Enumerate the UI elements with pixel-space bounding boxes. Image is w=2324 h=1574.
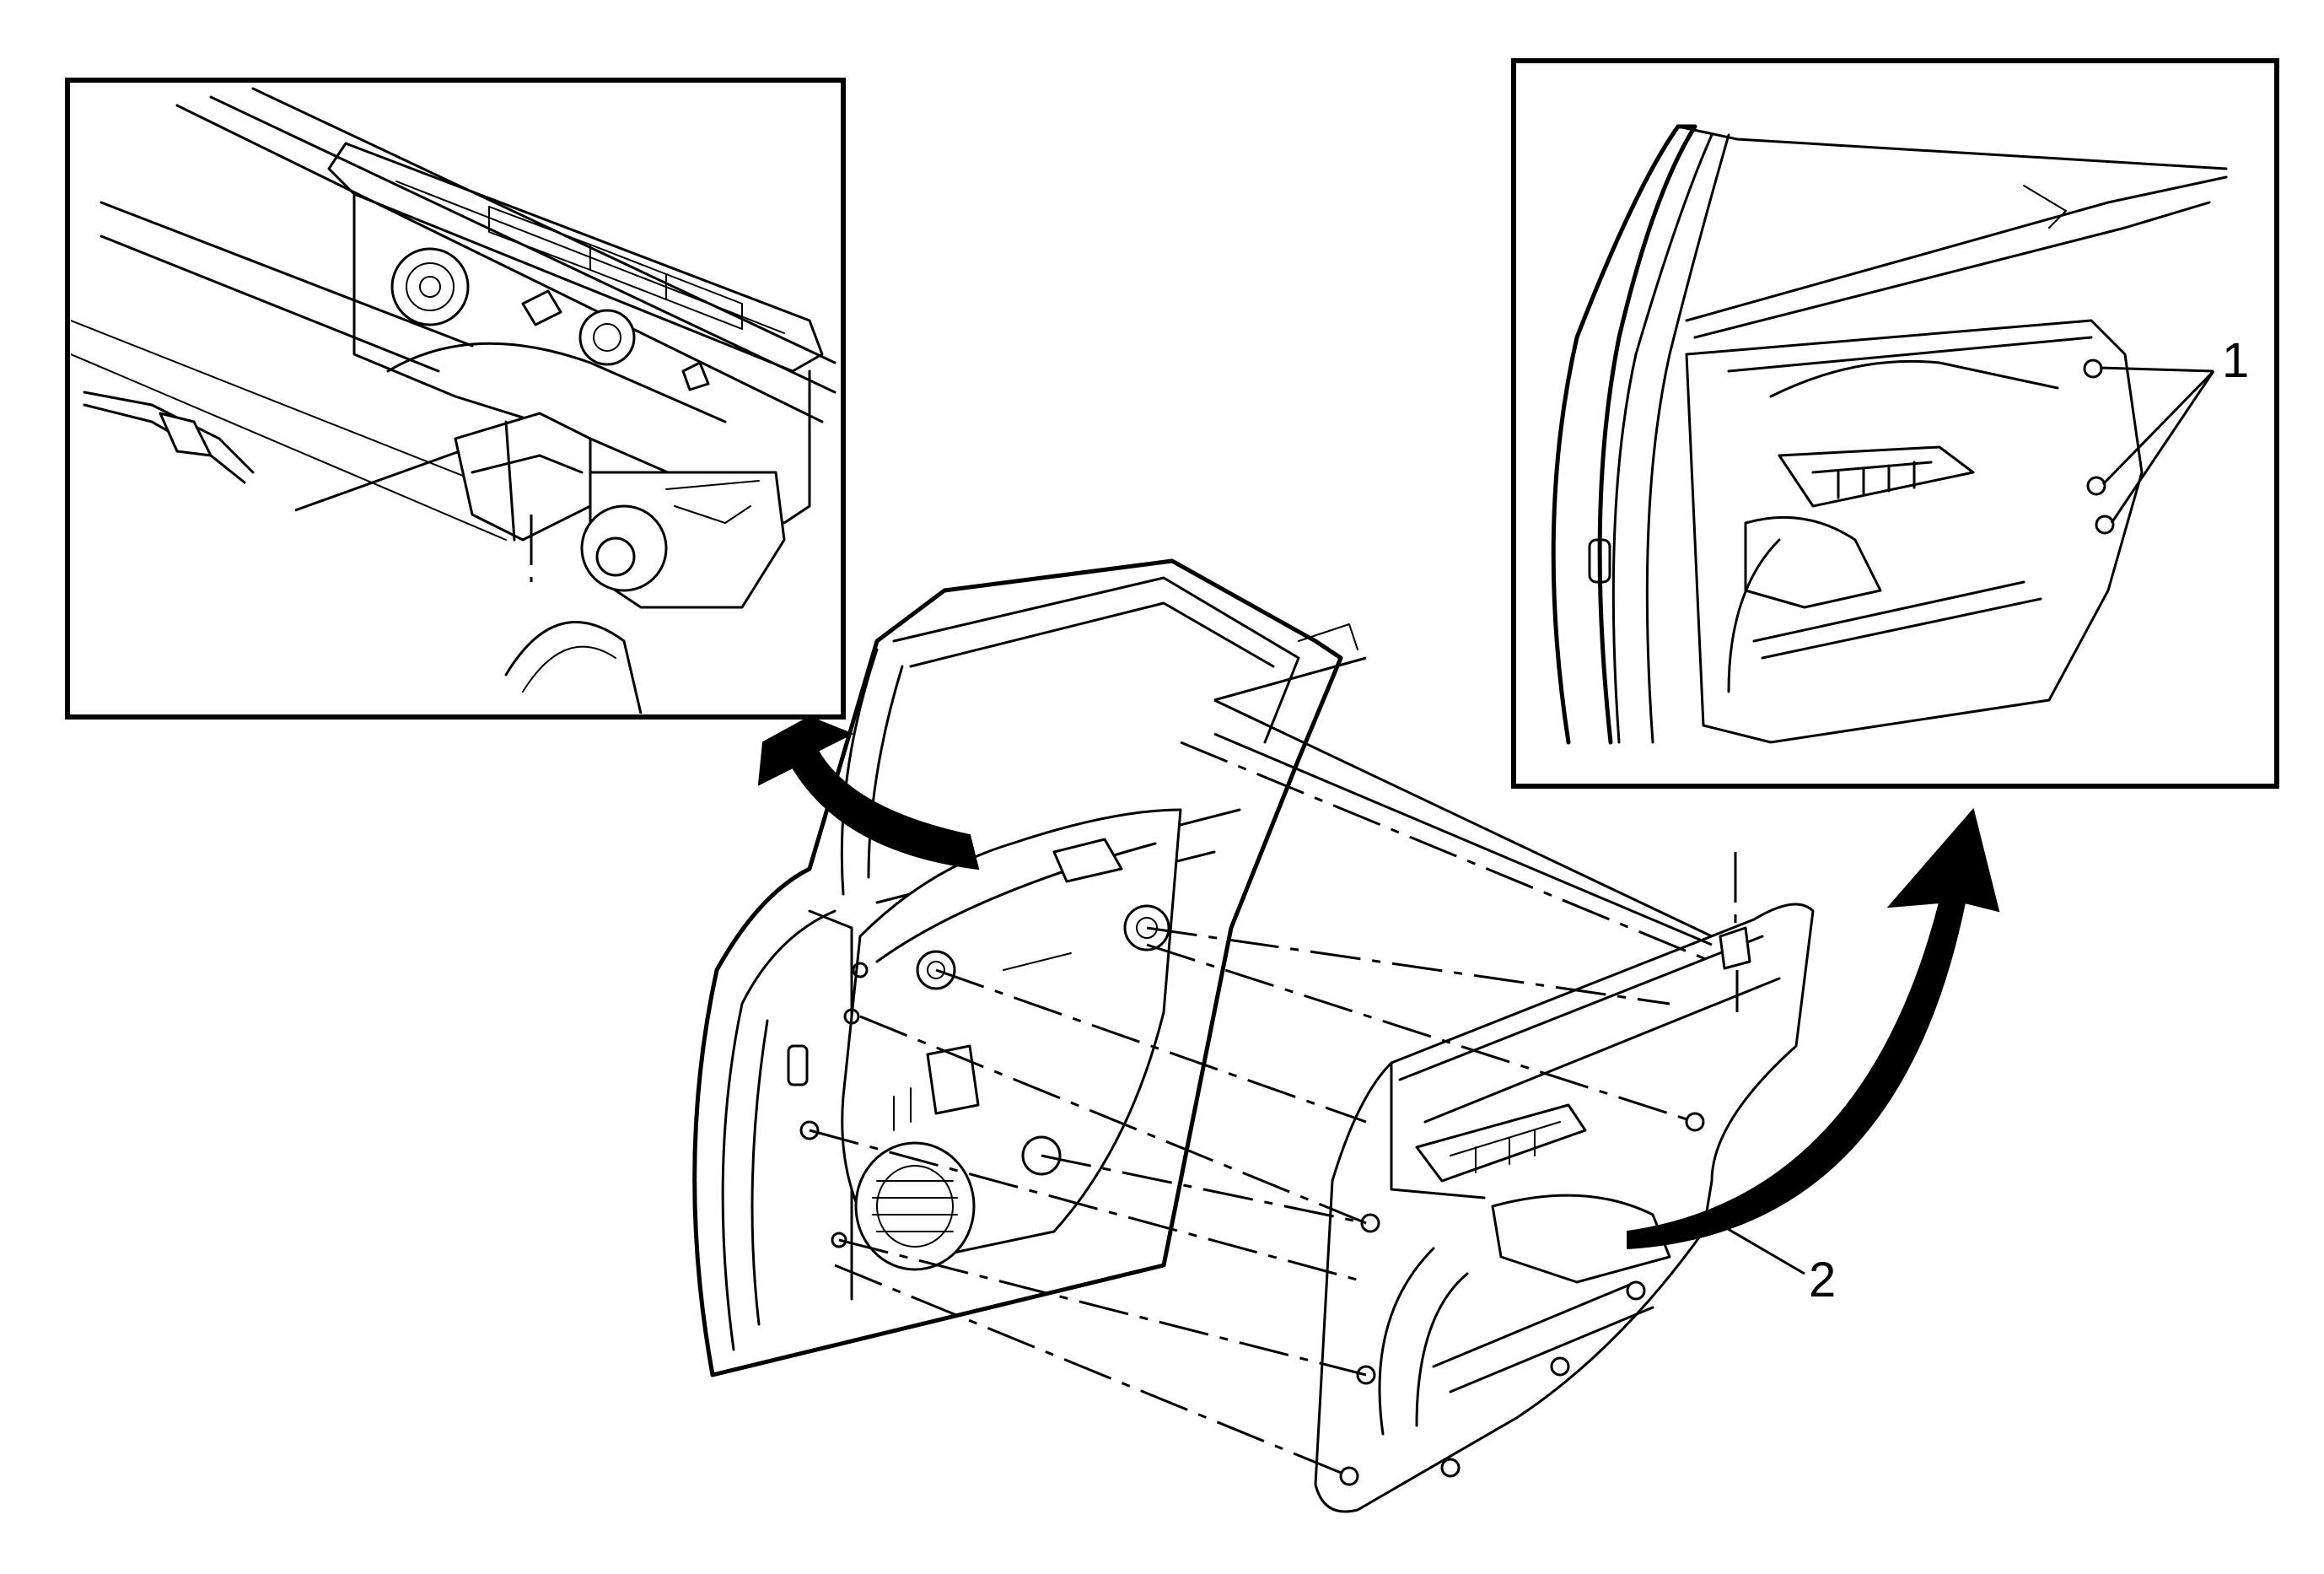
door-trim-panel — [1314, 852, 1815, 1513]
callout-1: 1 — [2222, 333, 2249, 388]
callout-2: 2 — [1809, 1253, 1836, 1307]
left-detail-inset — [65, 78, 846, 720]
inset-frame-left — [65, 78, 846, 720]
fastener-1b — [2086, 476, 2106, 496]
door-inner-panel — [692, 558, 1358, 1377]
curved-arrow-left-icon — [757, 715, 980, 871]
curved-arrow-right-icon — [1627, 807, 2000, 1250]
fastener-1c — [2095, 515, 2115, 535]
right-detail-inset: 1 — [1511, 58, 2279, 789]
alignment-lines — [809, 656, 1713, 1478]
fastener-1a — [2083, 358, 2103, 379]
